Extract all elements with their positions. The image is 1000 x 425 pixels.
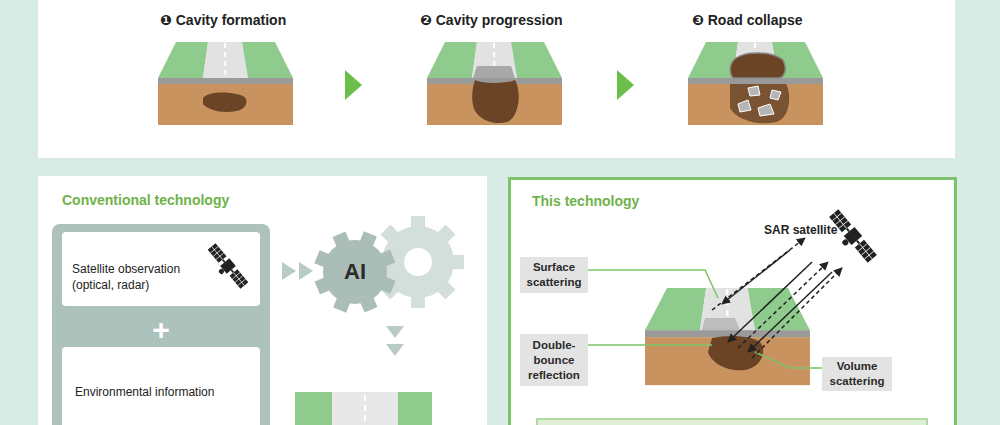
input-box: Satellite observation (optical, radar) — [62, 232, 260, 306]
cavity — [472, 80, 519, 123]
input-box: Environmental information — [62, 347, 260, 425]
road-block — [158, 42, 293, 125]
road-dip — [473, 66, 515, 78]
rubble — [738, 100, 751, 112]
step-title: ❷ Cavity progression — [420, 11, 610, 29]
cavity-group — [472, 66, 519, 123]
step-title: ❶ Cavity formation — [160, 11, 340, 29]
method-panel: Conventional technologySatellite observa… — [38, 176, 487, 425]
panel-heading: Conventional technology — [62, 192, 487, 208]
road-block — [688, 42, 823, 125]
callout-box: Double-bounce reflection — [520, 334, 588, 386]
method-panel: This technologySurface scatteringDouble-… — [508, 177, 957, 425]
callout-text: Volume scattering — [826, 359, 888, 389]
box-text: Satellite observation (optical, radar) — [72, 261, 200, 293]
collapse-hole — [730, 53, 785, 78]
ai-gear: AI — [322, 254, 388, 290]
callout-box: Surface scattering — [520, 257, 588, 293]
cavity — [730, 84, 789, 123]
rubble — [758, 104, 774, 116]
gear-label: AI — [344, 259, 366, 285]
satellite-label: SAR satellite — [764, 222, 854, 238]
step-arrow — [345, 70, 362, 100]
step-arrow — [617, 70, 634, 100]
box-text: Environmental information — [75, 384, 250, 400]
cavity-group — [730, 53, 789, 123]
top-panel — [38, 0, 955, 158]
rubble — [748, 86, 760, 96]
callout-box: Volume scattering — [822, 357, 892, 391]
road-block — [427, 42, 562, 125]
step-title: ❸ Road collapse — [692, 11, 862, 29]
callout-text: Double-bounce reflection — [524, 338, 584, 383]
panel-heading: This technology — [532, 193, 954, 209]
cavity — [203, 93, 247, 113]
cavity-group — [203, 93, 247, 113]
plus-sign: + — [146, 313, 176, 347]
rubble — [770, 90, 781, 100]
callout-text: Surface scattering — [524, 260, 584, 290]
